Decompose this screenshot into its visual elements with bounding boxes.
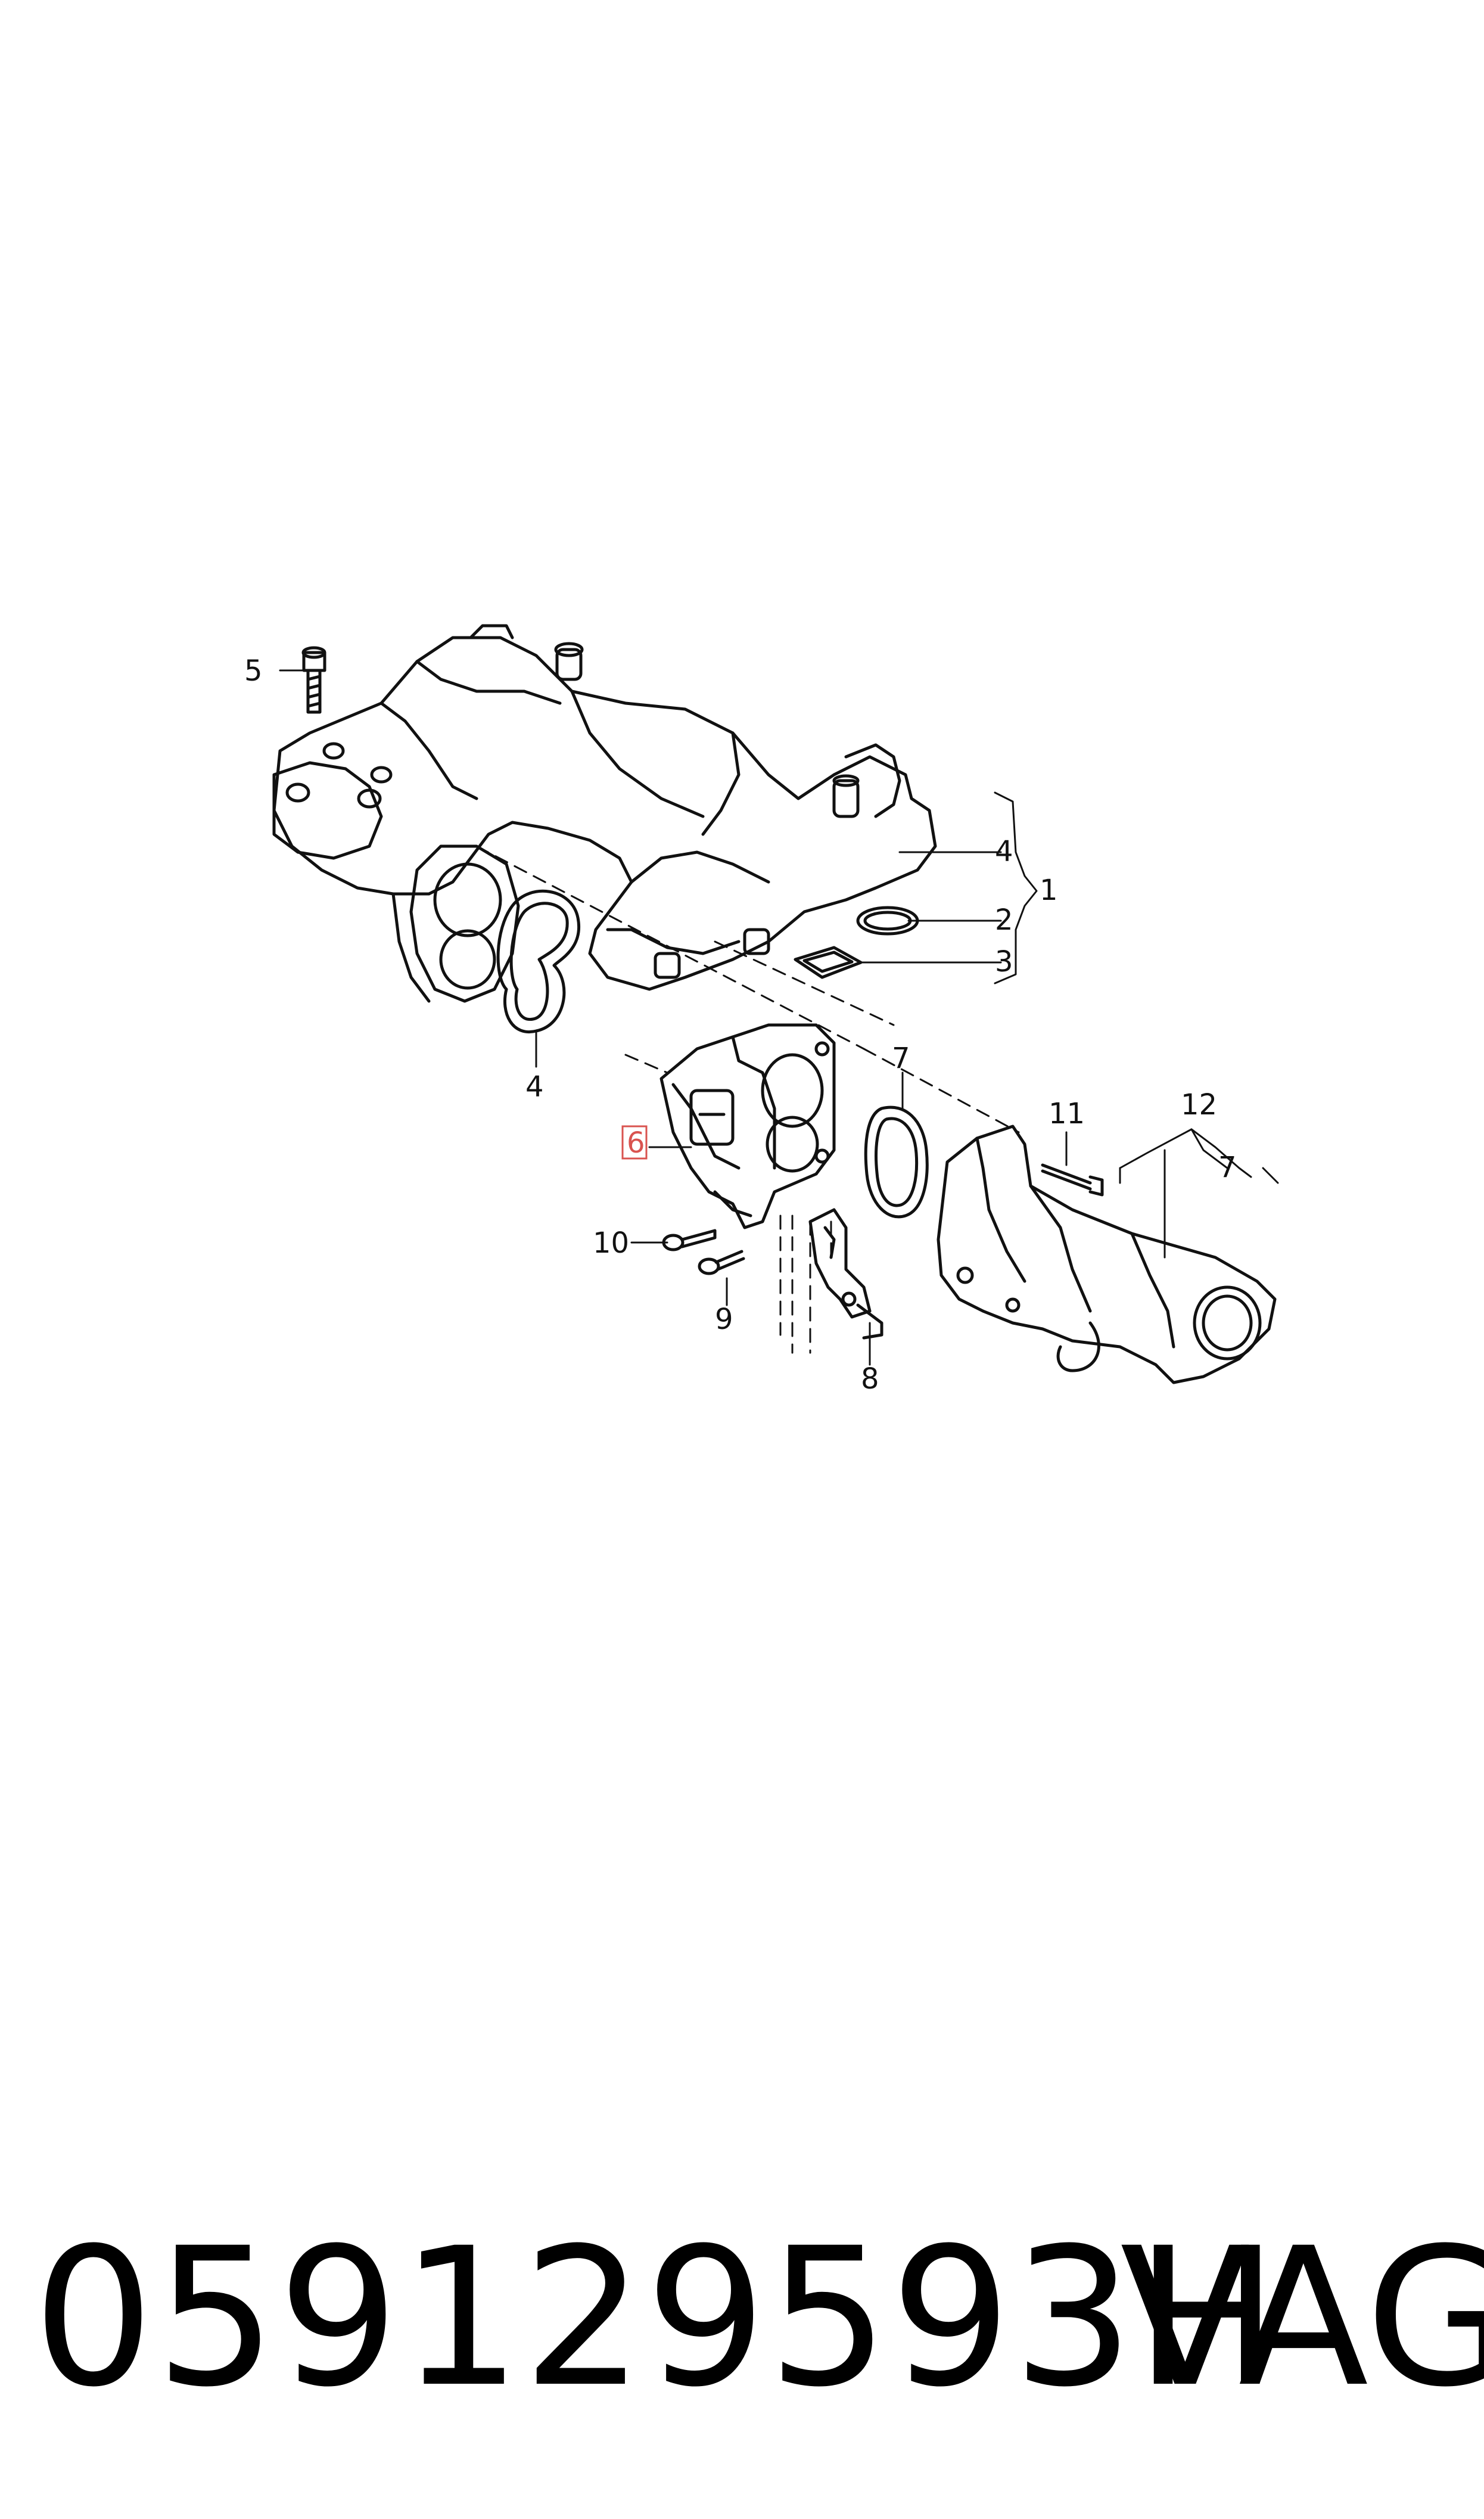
- bolt-part-5: [301, 646, 326, 714]
- bolt-part-11: [1041, 1163, 1104, 1197]
- bracket-part-8: [808, 1208, 883, 1340]
- callout-5: 5: [244, 654, 263, 688]
- gasket-part-4: [496, 889, 581, 1033]
- callout-1: 1: [1040, 874, 1058, 907]
- callout-10: 10: [593, 1226, 629, 1260]
- callout-11: 11: [1049, 1097, 1085, 1130]
- intake-manifold: [272, 624, 937, 1003]
- callout-7-upper: 7: [892, 1042, 910, 1075]
- callout-4-upper: 4: [995, 835, 1013, 868]
- brand-name: VAG: [1120, 2207, 1484, 2429]
- callout-12: 12: [1181, 1088, 1217, 1122]
- callout-3: 3: [995, 945, 1013, 979]
- callout-4-lower: 4: [525, 1070, 544, 1104]
- part-number: 059129593H: [33, 2207, 1280, 2429]
- air-duct-part-12: [937, 1125, 1277, 1384]
- gasket-part-7: [864, 1105, 929, 1219]
- gasket-part-3: [794, 946, 863, 979]
- throttle-body-part-6: [659, 1023, 836, 1229]
- callout-8: 8: [861, 1362, 879, 1396]
- callout-9: 9: [715, 1303, 733, 1336]
- highlight-box-part-6: [621, 1125, 648, 1160]
- callout-6: 6: [627, 1126, 645, 1160]
- bolt-part-9: [698, 1250, 745, 1275]
- callout-7-lower: 7: [1218, 1151, 1237, 1184]
- footer: 059129593H VAG: [0, 2193, 1484, 2443]
- bolt-part-10: [662, 1229, 717, 1251]
- callout-2: 2: [995, 903, 1013, 937]
